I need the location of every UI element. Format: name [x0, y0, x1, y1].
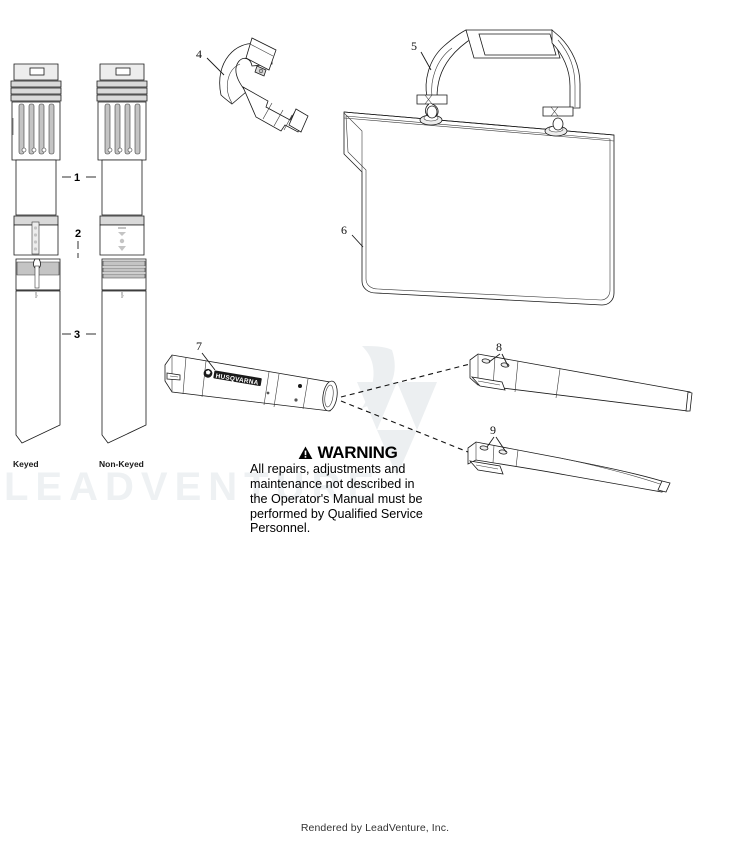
warning-text: All repairs, adjustments and maintenance…	[248, 462, 448, 536]
callout-5: 5	[411, 39, 432, 71]
nonkeyed-coupling	[99, 215, 145, 256]
callout-1: 1	[62, 172, 96, 184]
keyed-upper-tube	[10, 63, 62, 216]
strap-clip-right	[542, 106, 574, 131]
part-curved-nozzle	[467, 441, 671, 493]
warning-block: WARNING All repairs, adjustments and mai…	[248, 444, 448, 536]
callout-5-label: 5	[411, 39, 417, 53]
warning-line-4: performed by Qualified Service	[250, 506, 423, 521]
warning-line-1: All repairs, adjustments and	[250, 462, 406, 476]
keyed-lower-tube	[15, 258, 61, 444]
callout-2: 2	[75, 228, 81, 258]
callout-4-label: 4	[196, 47, 202, 61]
warning-line-2: maintenance not described in	[250, 476, 415, 491]
nonkeyed-lower-tube	[101, 258, 147, 444]
footer-attribution: Rendered by LeadVenture, Inc.	[300, 822, 450, 834]
part-group-nonkeyed-tube: Non-Keyed	[96, 63, 148, 469]
callout-4: 4	[196, 47, 225, 76]
part-shoulder-strap	[416, 29, 581, 131]
warning-line-3: the Operator's Manual must be	[250, 491, 423, 506]
callout-2-label: 2	[75, 228, 81, 240]
callout-9-label: 9	[490, 423, 496, 437]
keyed-label: Keyed	[13, 459, 39, 469]
callout-7-label: 7	[196, 339, 202, 353]
watermark-text: LEADVENTURE	[4, 465, 381, 509]
nonkeyed-label: Non-Keyed	[99, 459, 144, 469]
assembly-dashed-lines	[340, 363, 471, 453]
callout-3-label: 3	[74, 329, 80, 341]
nonkeyed-arrow-marks	[118, 227, 126, 251]
callout-6: 6	[341, 223, 364, 248]
callout-7: 7	[196, 339, 216, 371]
part-collection-bag	[343, 111, 615, 306]
callout-9: 9	[486, 423, 507, 453]
callout-8: 8	[488, 340, 509, 367]
warning-line-5: Personnel.	[250, 521, 311, 536]
part-elbow-tube	[219, 37, 309, 133]
callout-3: 3	[62, 329, 96, 341]
part-straight-nozzle	[469, 353, 693, 412]
callout-8-label: 8	[496, 340, 502, 354]
warning-triangle-icon	[299, 446, 313, 459]
warning-header: WARNING	[248, 444, 448, 461]
nonkeyed-upper-tube	[96, 63, 148, 216]
strap-clip-left	[416, 94, 448, 119]
watermark-logo	[357, 346, 437, 476]
part-blower-housing: HUSQVARNA	[164, 354, 338, 412]
callout-1-label: 1	[74, 172, 80, 184]
callout-6-label: 6	[341, 223, 347, 237]
keyed-coupling	[13, 215, 59, 256]
part-group-keyed-tube: Keyed	[10, 63, 62, 469]
warning-title: WARNING	[317, 443, 398, 462]
